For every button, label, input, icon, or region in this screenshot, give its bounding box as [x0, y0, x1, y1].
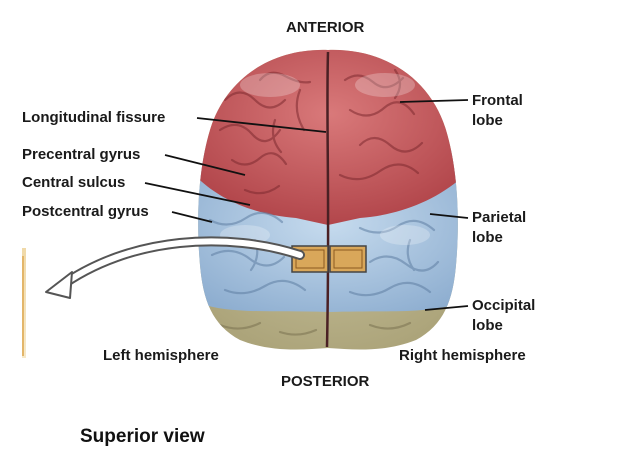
label-parietal-lobe-line1: Parietal [472, 209, 527, 226]
label-left-hemisphere: Left hemisphere [103, 347, 219, 364]
label-longitudinal-fissure: Longitudinal fissure [22, 109, 166, 126]
edge-strip [22, 248, 26, 358]
edge-strip-line [22, 256, 24, 356]
longitudinal-fissure-line [325, 51, 330, 348]
brain [198, 49, 458, 350]
label-occipital-lobe-line1: Occipital [472, 297, 536, 314]
leader-lines [144, 99, 469, 311]
pointer-arrowhead [45, 271, 73, 299]
caption-superior-view: Superior view [80, 426, 205, 447]
label-posterior: POSTERIOR [281, 373, 370, 390]
label-right-hemisphere: Right hemisphere [399, 347, 526, 364]
label-precentral-gyrus: Precentral gyrus [22, 146, 141, 163]
label-anterior: ANTERIOR [286, 19, 365, 36]
label-occipital-lobe-line2: lobe [472, 317, 503, 334]
label-frontal-lobe-line1: Frontal [472, 92, 523, 109]
label-central-sulcus: Central sulcus [22, 174, 126, 191]
label-frontal-lobe-line2: lobe [472, 112, 503, 129]
label-parietal-lobe-line2: lobe [472, 229, 503, 246]
label-postcentral-gyrus: Postcentral gyrus [22, 203, 149, 220]
